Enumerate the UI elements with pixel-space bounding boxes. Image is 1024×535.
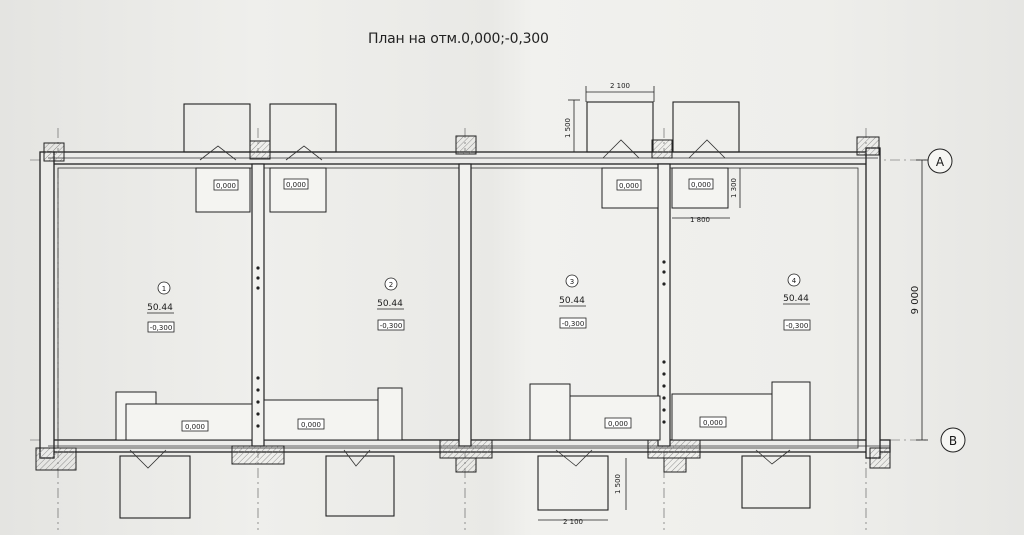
- axis-a-label: А: [936, 155, 945, 169]
- level-mark-bottom-2: 0,000: [301, 421, 321, 429]
- level-mark-top-1: 0,000: [216, 182, 236, 190]
- room-level-boxes: [147, 317, 811, 333]
- dimension-lines: [538, 86, 928, 521]
- room-2-number: 2: [389, 281, 393, 289]
- room-4-level: -0,300: [786, 322, 809, 330]
- room-area-underlines: [147, 303, 810, 314]
- porch-width-bottom: 2 100: [563, 518, 583, 526]
- level-mark-bottom-1: 0,000: [185, 423, 205, 431]
- span-dimension: 9 000: [910, 286, 921, 315]
- room-1-area: 50.44: [147, 303, 173, 313]
- bottom-level-boxes: [181, 416, 727, 432]
- room-markers: [157, 273, 801, 295]
- room-1-level: -0,300: [150, 324, 173, 332]
- level-mark-top-3: 0,000: [619, 182, 639, 190]
- room-2-level: -0,300: [380, 322, 403, 330]
- room-4-number: 4: [792, 277, 797, 285]
- axis-b-label: В: [949, 434, 957, 448]
- drawing-title: План на отм.0,000;-0,300: [368, 31, 549, 47]
- level-mark-top-2: 0,000: [286, 181, 306, 189]
- vestibule-depth: 1 300: [730, 178, 738, 198]
- room-3-number: 3: [570, 278, 574, 286]
- room-4-area: 50.44: [783, 294, 809, 304]
- tie-marks: [256, 260, 666, 428]
- room-2-area: 50.44: [377, 299, 403, 309]
- level-mark-top-4: 0,000: [691, 181, 711, 189]
- vestibule-level-boxes: [213, 178, 714, 191]
- partition-walls: [251, 163, 671, 447]
- bottom-vestibules: [115, 381, 811, 441]
- porch-depth-bottom: 1 500: [614, 474, 622, 494]
- vestibule-width: 1 800: [690, 216, 710, 224]
- level-mark-bottom-3: 0,000: [608, 420, 628, 428]
- bottom-porches: [119, 455, 811, 519]
- level-mark-bottom-4: 0,000: [703, 419, 723, 427]
- axis-bubbles: [927, 148, 966, 453]
- bottom-door-swings: [129, 449, 791, 469]
- room-3-level: -0,300: [562, 320, 585, 328]
- room-3-area: 50.44: [559, 296, 585, 306]
- room-1-number: 1: [162, 285, 166, 293]
- top-door-swings: [199, 139, 726, 161]
- top-porches: [183, 101, 740, 153]
- porch-depth-top: 1 500: [564, 118, 572, 138]
- porch-width-top: 2 100: [610, 82, 630, 90]
